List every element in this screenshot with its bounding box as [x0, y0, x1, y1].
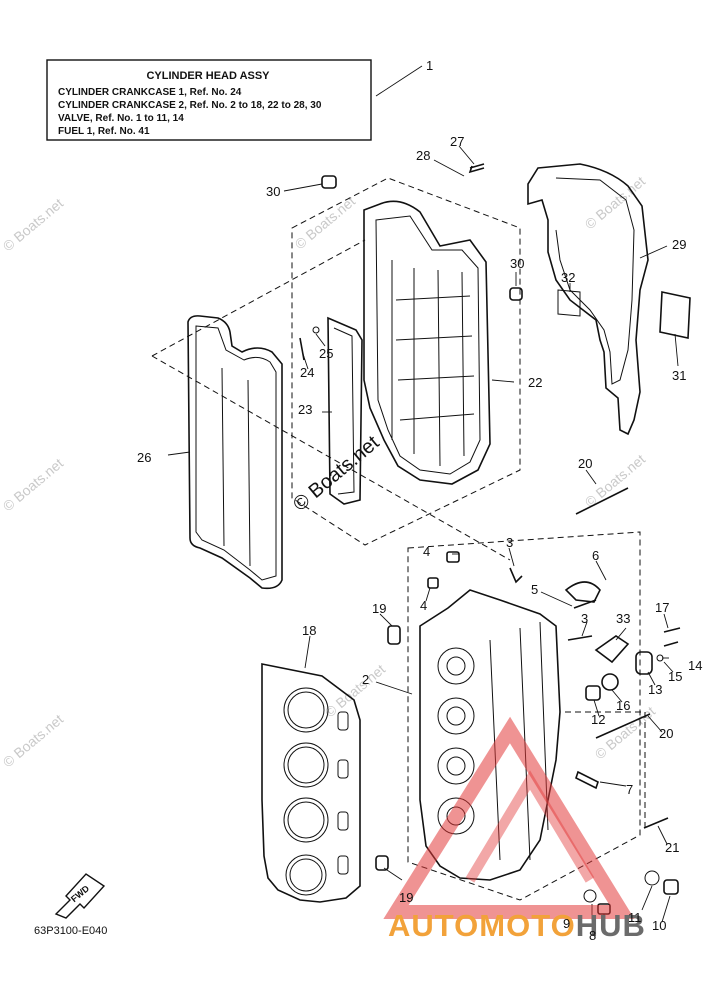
dowel-19: [375, 855, 389, 871]
callout-24: 24: [300, 365, 314, 380]
grommet-30: [509, 287, 523, 301]
callout-2: 2: [362, 672, 369, 687]
group-outlines: [151, 177, 646, 901]
callout-31: 31: [672, 368, 686, 383]
legend-box: CYLINDER HEAD ASSY CYLINDER CRANKCASE 1,…: [46, 59, 372, 141]
callout-10: 10: [652, 918, 666, 933]
callout-17: 17: [655, 600, 669, 615]
washer-9: [583, 889, 597, 903]
watermark: © Boats.net: [0, 195, 66, 254]
bolt-20: [595, 713, 651, 739]
washer-25: [312, 326, 320, 334]
callout-25: 25: [319, 346, 333, 361]
callout-28: 28: [416, 148, 430, 163]
callout-15: 15: [668, 669, 682, 684]
brand-part1: AUTOMOTO: [388, 908, 576, 943]
callout-32: 32: [561, 270, 575, 285]
sensor-3: [509, 567, 523, 584]
callout-13: 13: [648, 682, 662, 697]
cover-plate-23: [327, 316, 363, 505]
dowel-19: [387, 625, 401, 645]
callout-9: 9: [563, 916, 570, 931]
plug-10: [663, 879, 679, 895]
gasket-18: [261, 663, 361, 903]
bracket-7: [575, 770, 599, 790]
watermark: © Boats.net: [322, 661, 389, 720]
callout-4: 4: [420, 598, 427, 613]
plug-12: [585, 685, 601, 701]
diagram-code: 63P3100-E040: [34, 925, 107, 937]
pin-5: [573, 599, 597, 609]
watermark: © Boats.net: [0, 455, 66, 514]
washer-11: [644, 870, 660, 886]
shield-29: [527, 163, 649, 436]
callout-19: 19: [399, 890, 413, 905]
callout-16: 16: [616, 698, 630, 713]
brand-logo: AUTOMOTOHUB: [383, 716, 646, 943]
callout-14: 14: [688, 658, 702, 673]
callout-33: 33: [616, 611, 630, 626]
screw-27: [468, 163, 485, 174]
bolt-17: [663, 627, 681, 647]
callouts: 1 2 3 3 4 4 5 6 7 8 9 10 11 12 13 14 15 …: [137, 58, 702, 943]
watermark: © Boats.net: [582, 173, 649, 232]
plug-33: [594, 635, 630, 664]
callout-26: 26: [137, 450, 151, 465]
grommet-30: [321, 175, 337, 189]
callout-23: 23: [298, 402, 312, 417]
callout-11: 11: [628, 910, 642, 925]
leader-lines: [167, 65, 679, 934]
callout-8: 8: [589, 928, 596, 943]
legend-line: CYLINDER CRANKCASE 1, Ref. No. 24: [58, 87, 242, 98]
callout-30: 30: [266, 184, 280, 199]
legend-line: VALVE, Ref. No. 1 to 11, 14: [58, 113, 184, 124]
callout-4: 4: [423, 544, 430, 559]
callout-18: 18: [302, 623, 316, 638]
legend-line: CYLINDER CRANKCASE 2, Ref. No. 2 to 18, …: [58, 100, 322, 111]
seal-16: [601, 673, 619, 691]
callout-30: 30: [510, 256, 524, 271]
legend-title: CYLINDER HEAD ASSY: [146, 70, 270, 82]
callout-12: 12: [591, 712, 605, 727]
brand-text: AUTOMOTOHUB: [388, 908, 646, 943]
cap-4: [427, 577, 439, 589]
watermark-center: © Boats.net: [289, 431, 384, 515]
callout-19: 19: [372, 601, 386, 616]
callout-20: 20: [578, 456, 592, 471]
callout-3: 3: [581, 611, 588, 626]
pin-3: [567, 635, 593, 641]
gasket-26: [187, 315, 283, 590]
brand-part2: HUB: [576, 908, 646, 943]
fwd-arrow-icon: FWD: [54, 873, 106, 919]
bolt-20: [575, 487, 629, 515]
bracket-6: [564, 581, 601, 603]
bolt-24: [299, 337, 305, 361]
callout-1: 1: [426, 58, 433, 73]
callout-21: 21: [665, 840, 679, 855]
callout-5: 5: [531, 582, 538, 597]
callout-6: 6: [592, 548, 599, 563]
callout-22: 22: [528, 375, 542, 390]
thermostat-13: [635, 651, 653, 675]
hardware: [299, 163, 681, 915]
callout-29: 29: [672, 237, 686, 252]
head-cover-22: [363, 200, 491, 485]
labels-31-32: [557, 289, 691, 339]
legend-line: FUEL 1, Ref. No. 41: [58, 126, 150, 137]
callout-20: 20: [659, 726, 673, 741]
callout-27: 27: [450, 134, 464, 149]
callout-3: 3: [506, 535, 513, 550]
cap-4: [446, 551, 460, 563]
watermark: © Boats.net: [0, 711, 66, 770]
bolt-21: [643, 817, 669, 829]
callout-7: 7: [626, 782, 633, 797]
